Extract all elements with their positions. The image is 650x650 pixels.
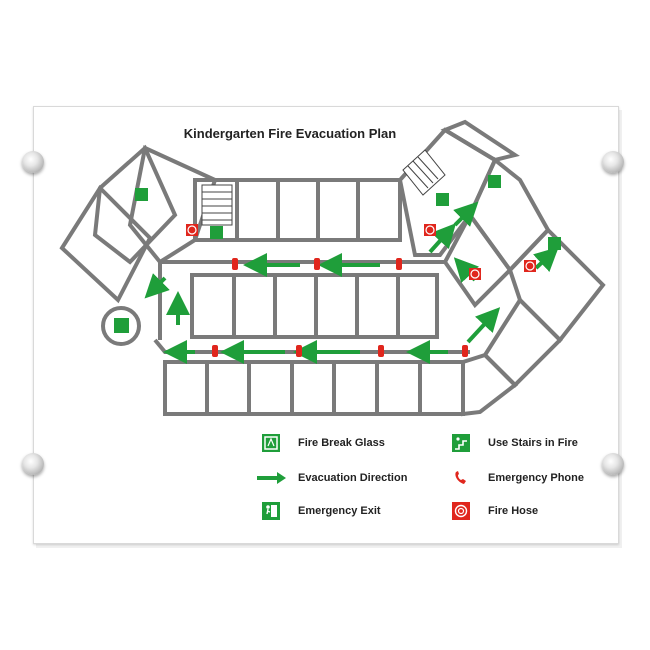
mount-standoff-bottom-right [602, 453, 624, 475]
emergency-exit-icon [262, 502, 280, 520]
plan-title: Kindergarten Fire Evacuation Plan [183, 126, 397, 141]
evacuation-arrows [144, 201, 559, 364]
legend-item-emergency-exit: Emergency Exit [262, 502, 381, 520]
legend-label: Emergency Phone [488, 472, 584, 484]
legend-label: Emergency Exit [298, 505, 381, 517]
emergency-phone-icon [452, 469, 470, 487]
legend-item-use-stairs: Use Stairs in Fire [452, 434, 578, 452]
mount-standoff-top-right [602, 151, 624, 173]
emergency-exit-signs [114, 175, 561, 333]
mount-standoff-top-left [22, 151, 44, 173]
legend-item-emergency-phone: Emergency Phone [452, 469, 584, 487]
legend-item-fire-hose: Fire Hose [452, 502, 538, 520]
evacuation-arrow-icon [255, 469, 287, 487]
legend-label: Use Stairs in Fire [488, 437, 578, 449]
building-walls [59, 119, 606, 417]
legend-label: Evacuation Direction [298, 472, 408, 484]
fire-break-glass-icon [262, 434, 280, 452]
legend-item-evacuation-direction: Evacuation Direction [255, 469, 407, 487]
use-stairs-icon [452, 434, 470, 452]
fire-extinguishers [212, 258, 468, 357]
legend-label: Fire Hose [488, 505, 539, 517]
fire-hose-points [186, 224, 536, 280]
legend-label: Fire Break Glass [298, 437, 385, 449]
stairwell-left [201, 184, 233, 226]
legend-item-fire-break-glass: Fire Break Glass [262, 434, 385, 452]
fire-hose-icon [452, 502, 470, 520]
stairwell-right [402, 149, 446, 196]
mount-standoff-bottom-left [22, 453, 44, 475]
